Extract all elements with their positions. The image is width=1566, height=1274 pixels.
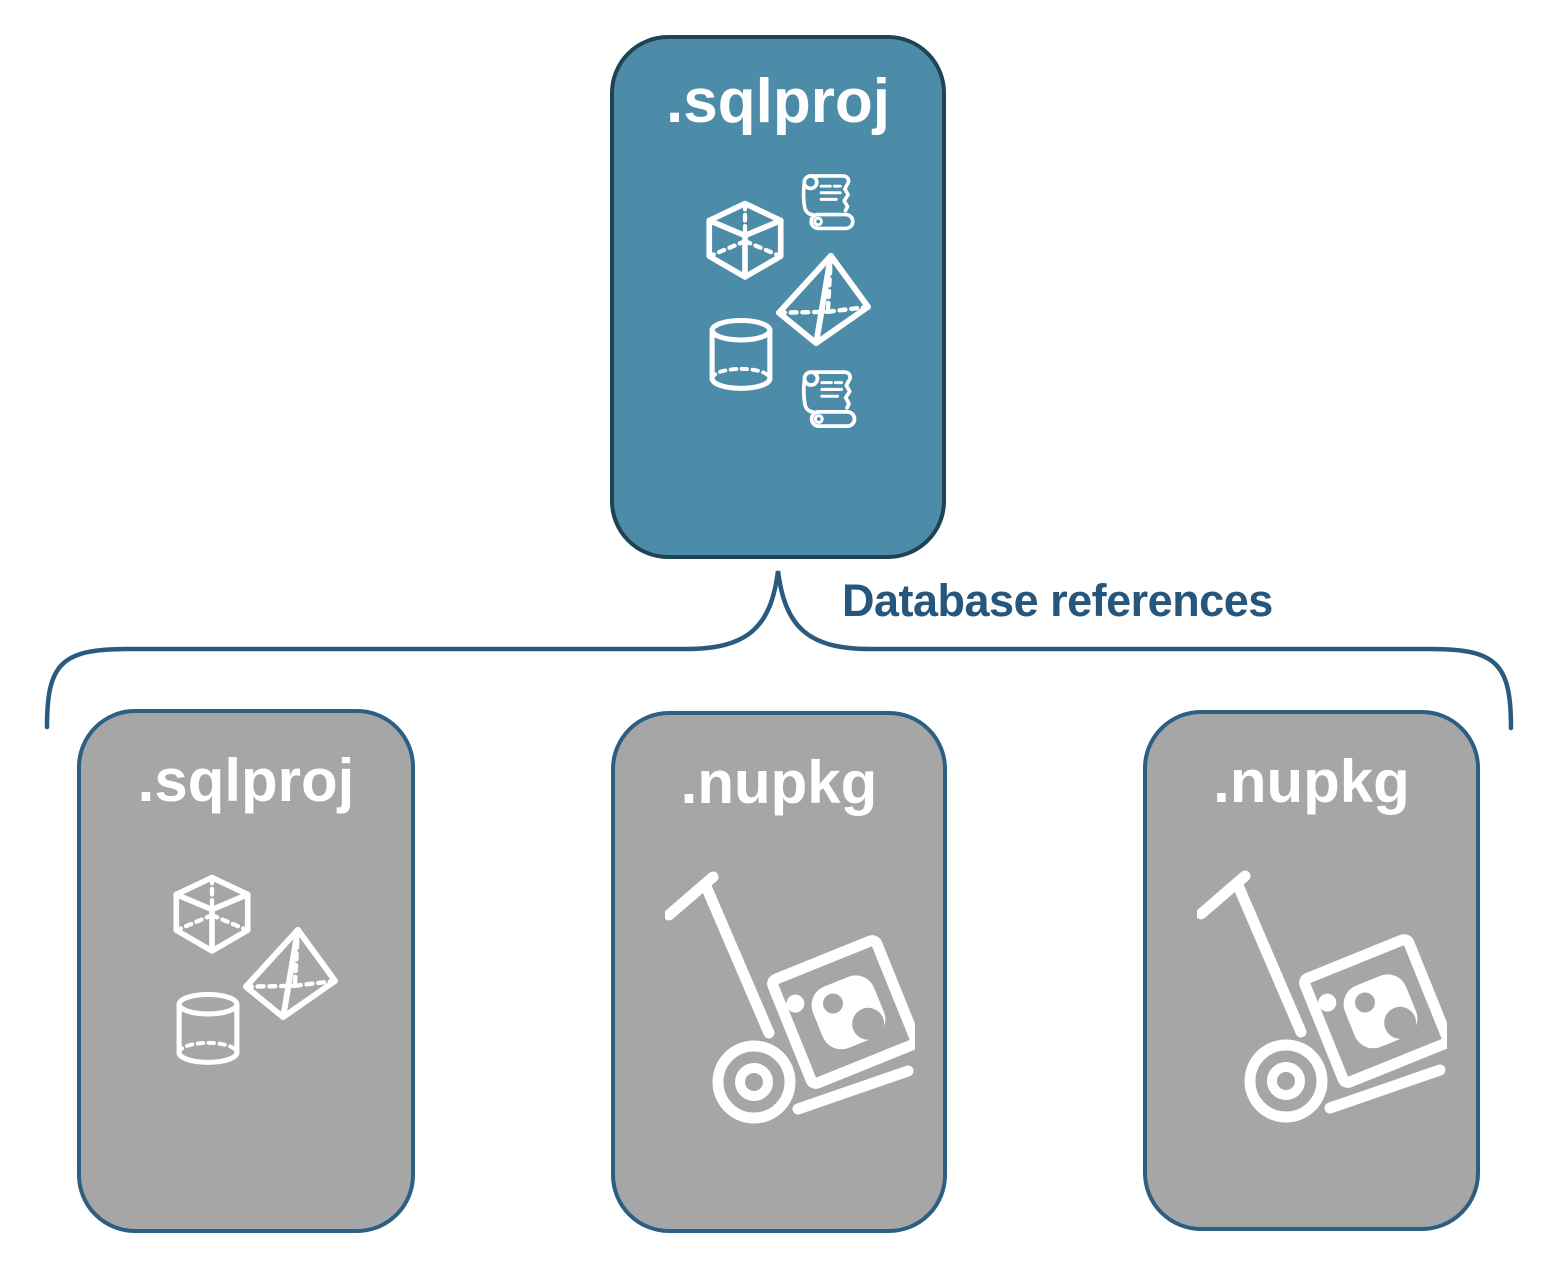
- node-sqlproj-reference: .sqlproj: [77, 709, 415, 1233]
- scroll-icon: [801, 174, 855, 231]
- node-nupkg-reference-2: .nupkg: [1143, 710, 1480, 1231]
- node-title: .sqlproj: [137, 747, 355, 814]
- node-nupkg-reference-1: .nupkg: [611, 711, 947, 1233]
- scroll-icon: [801, 370, 857, 429]
- node-title: .sqlproj: [666, 67, 890, 136]
- sql-project-contents-icons: [696, 174, 878, 429]
- pyramid-icon: [779, 256, 868, 343]
- cylinder-icon: [712, 321, 770, 389]
- pyramid-icon: [246, 930, 335, 1017]
- cube-icon: [176, 878, 247, 951]
- cube-icon: [709, 204, 780, 277]
- node-sqlproj-root: .sqlproj: [610, 35, 946, 559]
- handtruck-package-icon: [665, 865, 915, 1195]
- node-title: .nupkg: [680, 749, 878, 816]
- handtruck-package-icon: [1197, 864, 1447, 1194]
- cylinder-icon: [179, 995, 237, 1063]
- sql-project-contents-icons: [163, 843, 345, 1115]
- connector-label: Database references: [842, 575, 1273, 626]
- node-title: .nupkg: [1213, 748, 1410, 815]
